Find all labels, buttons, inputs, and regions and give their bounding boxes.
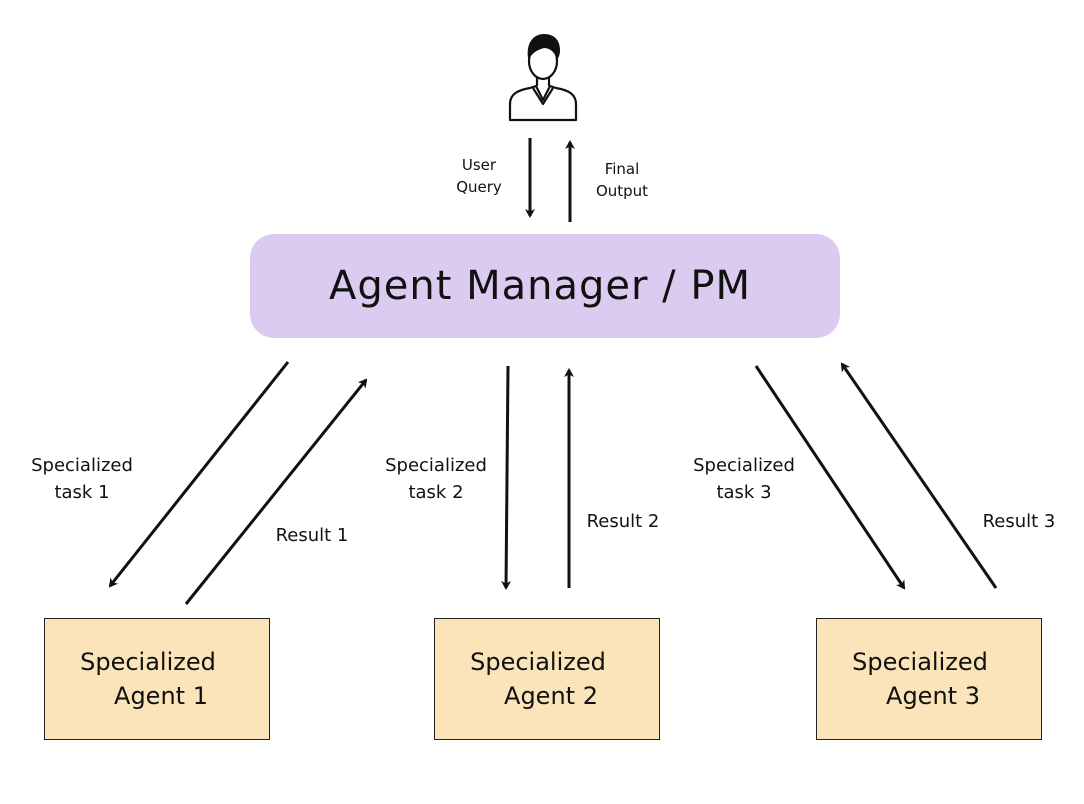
result-3-arrow xyxy=(840,362,998,589)
result-1-label: Result 1 xyxy=(270,522,354,549)
agent-manager-box: Agent Manager / PM xyxy=(250,234,840,338)
result-1-arrow xyxy=(184,378,368,605)
user-query-label-line1: User xyxy=(461,156,497,174)
final-output-label-line2: Output xyxy=(595,182,649,200)
specialized-agent-2-box: Specialized Agent 2 xyxy=(434,618,660,740)
task-3-label-line1: Specialized xyxy=(693,455,795,476)
specialized-agent-1-box: Specialized Agent 1 xyxy=(44,618,270,740)
task-1-label-line1: Specialized xyxy=(31,455,133,476)
result-3-label-text: Result 3 xyxy=(982,511,1056,532)
agent-1-label-line2: Agent 1 xyxy=(114,682,208,710)
user-query-label-line2: Query xyxy=(456,178,502,196)
result-2-label-text: Result 2 xyxy=(586,511,660,532)
task-3-label-line2: task 3 xyxy=(716,482,772,503)
result-1-label-text: Result 1 xyxy=(275,525,349,546)
agent-3-label-line2: Agent 3 xyxy=(886,682,980,710)
task-3-label: Specialized task 3 xyxy=(684,452,804,506)
task-2-arrow xyxy=(501,365,512,590)
task-3-arrow xyxy=(754,365,906,590)
task-2-label-line2: task 2 xyxy=(408,482,464,503)
task-1-label-line2: task 1 xyxy=(54,482,110,503)
agent-2-label-line1: Specialized xyxy=(470,648,606,676)
agent-1-label-line1: Specialized xyxy=(80,648,216,676)
result-3-label: Result 3 xyxy=(976,508,1062,535)
user-icon xyxy=(508,34,578,122)
task-2-label-line1: Specialized xyxy=(385,455,487,476)
user-query-label: User Query xyxy=(448,154,510,198)
agent-2-label-line2: Agent 2 xyxy=(504,682,598,710)
task-1-arrow xyxy=(108,361,290,588)
task-1-label: Specialized task 1 xyxy=(22,452,142,506)
specialized-agent-3-box: Specialized Agent 3 xyxy=(816,618,1042,740)
agent-3-label-line1: Specialized xyxy=(852,648,988,676)
final-output-label-line1: Final xyxy=(604,160,640,178)
agent-manager-title: Agent Manager / PM xyxy=(329,263,751,309)
task-2-label: Specialized task 2 xyxy=(376,452,496,506)
final-output-label: Final Output xyxy=(590,158,654,202)
result-2-label: Result 2 xyxy=(580,508,666,535)
